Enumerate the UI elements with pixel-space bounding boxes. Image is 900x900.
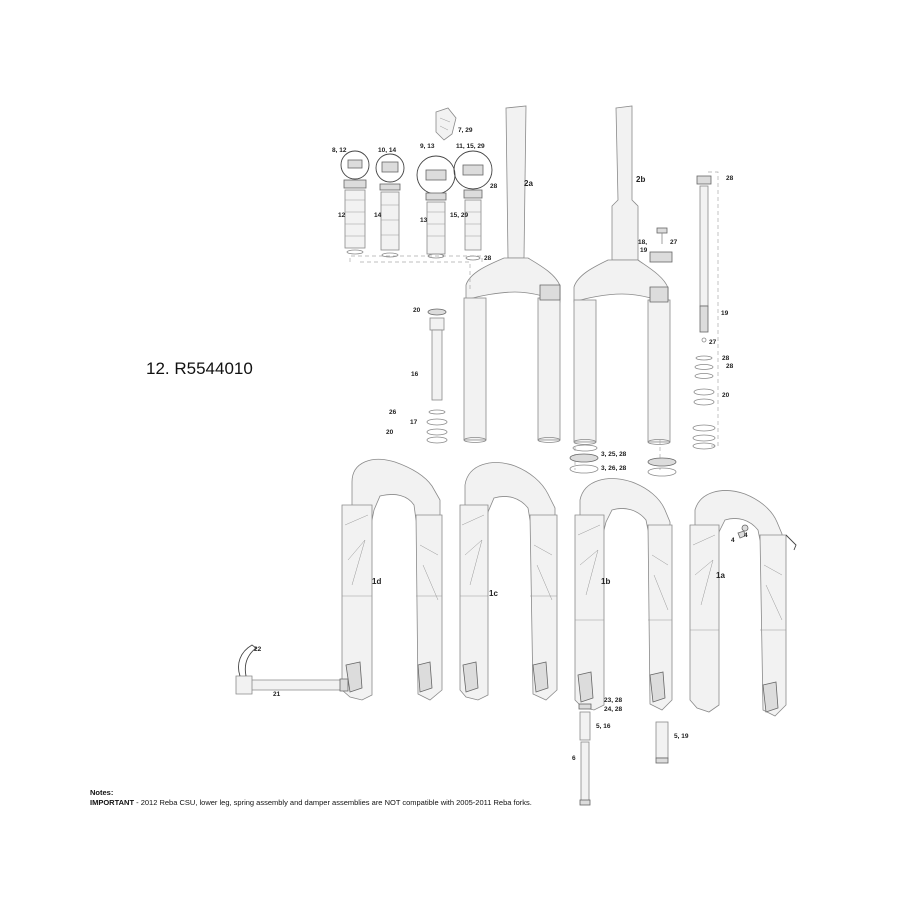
callout-1a: 1a [716, 571, 725, 580]
callout-8-12: 8, 12 [332, 147, 347, 154]
callout-5-19: 5, 19 [674, 733, 689, 740]
air-spring-12 [340, 150, 370, 255]
callout-28-ring-b: 28 [726, 363, 734, 370]
important-text: - 2012 Reba CSU, lower leg, spring assem… [134, 798, 532, 808]
crown-steerer-2a [463, 105, 561, 443]
damper-15 [453, 150, 493, 261]
callout-22: 22 [254, 646, 262, 653]
callout-19: 19 [721, 310, 729, 317]
callout-19-small: 19 [640, 247, 648, 254]
callout-4-a: 4 [731, 537, 735, 544]
callout-12: 12 [338, 212, 346, 219]
callout-27-lower: 27 [709, 339, 717, 346]
callout-5-16: 5, 16 [596, 723, 611, 730]
callout-13: 13 [420, 217, 428, 224]
callout-27-upper: 27 [670, 239, 678, 246]
important-label: IMPORTANT [90, 798, 135, 808]
damper-rod-19 [692, 175, 716, 450]
part-number-label: 12. R5544010 [146, 359, 253, 378]
callout-28-ring-a: 28 [722, 355, 730, 362]
callout-14: 14 [374, 212, 382, 219]
callout-1b: 1b [601, 577, 611, 586]
notes-block: Notes: IMPORTANT - 2012 Reba CSU, lower … [90, 788, 532, 808]
notes-heading: Notes: [90, 788, 114, 797]
callout-11-15-29: 11, 15, 29 [456, 143, 485, 150]
callout-20-top: 20 [413, 307, 421, 314]
crown-steerer-2b [573, 105, 671, 445]
seal-rings [569, 444, 677, 477]
callout-20-bottom: 20 [386, 429, 394, 436]
callout-24-28: 24, 28 [604, 706, 623, 713]
callout-28-lower: 28 [484, 255, 492, 262]
callout-9-13: 9, 13 [420, 143, 435, 150]
callout-26: 26 [389, 409, 397, 416]
thru-axle [235, 644, 349, 695]
callout-15-29: 15, 29 [450, 212, 469, 219]
callout-17: 17 [410, 419, 418, 426]
top-cap-18 [649, 227, 673, 263]
bottom-bolt-assembly-left [578, 703, 592, 806]
callout-2b: 2b [636, 175, 646, 184]
callout-16: 16 [411, 371, 419, 378]
remote-lever-7 [435, 107, 457, 141]
callout-4-b: 4 [744, 532, 748, 539]
callout-20-rod: 20 [722, 392, 730, 399]
spring-shaft-16 [426, 308, 448, 444]
callout-6: 6 [572, 755, 576, 762]
callout-28-rod: 28 [726, 175, 734, 182]
damper-13 [416, 155, 456, 259]
callout-18: 18, [638, 239, 648, 246]
callout-28-upper: 28 [490, 183, 498, 190]
callout-1d: 1d [372, 577, 382, 586]
callout-3-26-28: 3, 26, 28 [601, 465, 627, 472]
air-spring-14 [375, 153, 405, 258]
lower-leg-1d [341, 458, 443, 701]
callout-2a: 2a [524, 179, 533, 188]
lower-leg-1a [689, 490, 797, 717]
bleed-screw-parts [737, 524, 749, 539]
callout-10-14: 10, 14 [378, 147, 397, 154]
bottom-bolt-assembly-right [655, 721, 669, 764]
callout-21: 21 [273, 691, 281, 698]
lower-leg-1c [459, 462, 558, 701]
callout-7-29: 7, 29 [458, 127, 473, 134]
lower-leg-1b [574, 478, 673, 711]
callout-1c: 1c [489, 589, 498, 598]
callout-3-25-28: 3, 25, 28 [601, 451, 627, 458]
callout-23-28: 23, 28 [604, 697, 623, 704]
